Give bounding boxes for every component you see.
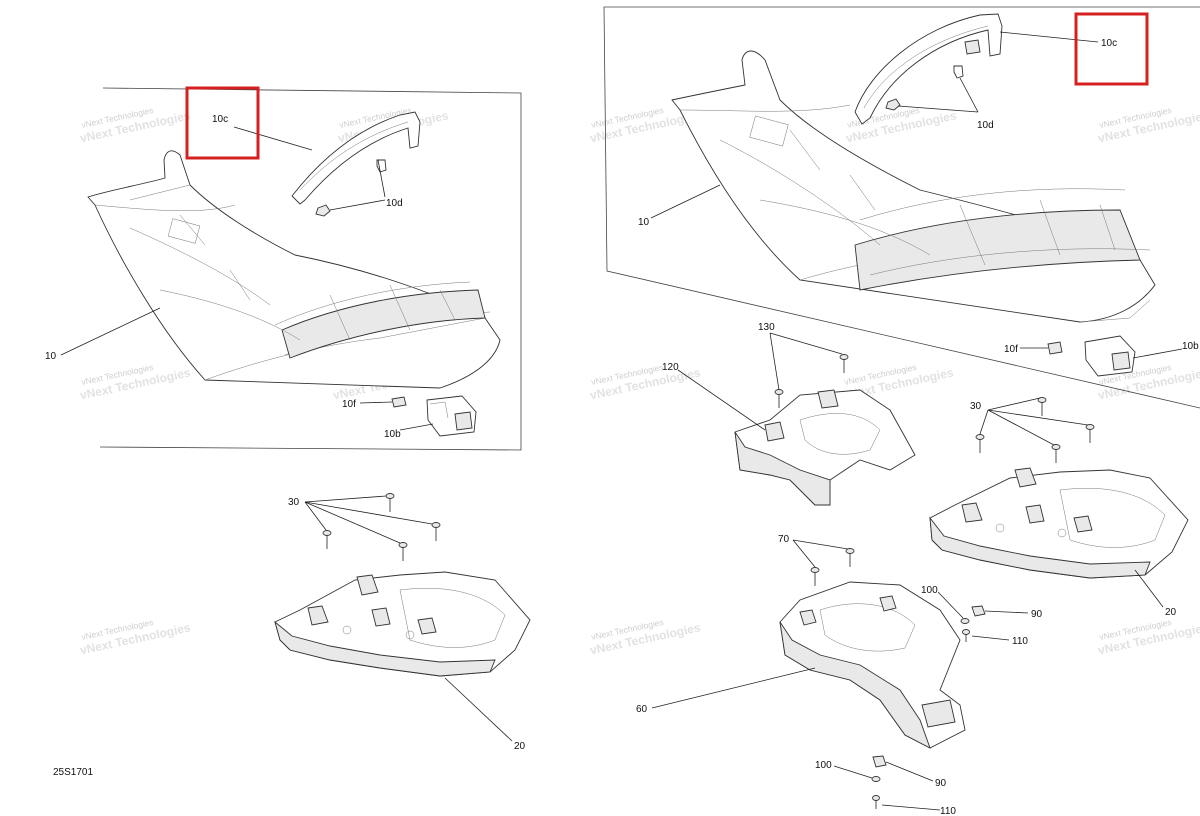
left-callout-10b: 10b — [384, 429, 401, 440]
right-seat — [671, 50, 1156, 323]
screw — [962, 629, 970, 642]
left-callout-20: 20 — [514, 741, 526, 752]
left-callout-10c: 10c — [212, 114, 228, 125]
bolt — [774, 389, 784, 408]
bolt — [398, 542, 408, 561]
right-strap — [854, 13, 1003, 125]
left-detail-frame — [99, 87, 522, 451]
right-detail-frame — [603, 6, 1200, 409]
right-callout-110-upper: 110 — [1012, 636, 1028, 647]
right-callout-60: 60 — [636, 704, 648, 715]
right-callout-10d: 10d — [977, 120, 994, 131]
right-callout-70: 70 — [778, 534, 790, 545]
bolt — [1037, 397, 1047, 416]
right-latch-10b — [1084, 335, 1136, 377]
right-callout-90-upper: 90 — [1031, 609, 1043, 620]
bolt — [431, 522, 441, 541]
bolt — [1051, 444, 1061, 463]
watermark: vNext Technologies vNext Technologies — [79, 362, 192, 403]
right-callout-10f: 10f — [1004, 344, 1018, 355]
right-grab-handle — [929, 467, 1189, 579]
right-clip — [885, 65, 964, 111]
watermark: vNext Technologies vNext Technologies — [1097, 617, 1200, 658]
watermark: vNext Technologies vNext Technologies — [1097, 105, 1200, 146]
left-leader-lines — [60, 126, 513, 742]
left-seat — [87, 150, 501, 389]
right-seat-assembly: 10c 10d 10 130 120 10f 10b 30 70 100 90 … — [603, 6, 1200, 816]
right-leader-lines — [650, 31, 1183, 811]
right-bracket-120 — [734, 389, 916, 506]
right-hardware-upper — [960, 605, 986, 642]
right-bolts-30 — [975, 397, 1095, 463]
nut — [872, 755, 887, 768]
washer — [960, 618, 970, 624]
left-bolts-30 — [322, 493, 441, 561]
right-bolts-70 — [810, 548, 855, 586]
bolt — [845, 548, 855, 567]
right-callout-100-upper: 100 — [921, 585, 938, 596]
nut — [971, 605, 986, 617]
left-grab-handle — [274, 571, 531, 677]
bolt — [385, 493, 395, 512]
bolt — [322, 530, 332, 549]
right-callout-10c: 10c — [1101, 38, 1117, 49]
bolt — [975, 434, 985, 453]
right-callout-130: 130 — [758, 322, 775, 333]
right-part-10f — [1047, 341, 1063, 355]
screw — [872, 795, 880, 809]
left-latch-10b — [426, 395, 477, 437]
right-callout-110-lower: 110 — [940, 806, 956, 816]
right-callout-120: 120 — [662, 362, 679, 373]
left-highlight-box — [185, 86, 260, 160]
bolt — [1085, 424, 1095, 443]
right-bolts-130 — [774, 354, 849, 408]
watermark: vNext Technologies vNext Technologies — [79, 105, 192, 146]
left-part-10f — [391, 396, 407, 408]
right-callout-20: 20 — [1165, 607, 1177, 618]
bolt — [839, 354, 849, 373]
right-callout-90-lower: 90 — [935, 778, 947, 789]
watermark: vNext Technologies vNext Technologies — [79, 617, 192, 658]
washer — [871, 776, 881, 782]
document-id: 25S1701 — [53, 767, 93, 778]
right-callout-30: 30 — [970, 401, 982, 412]
bolt — [810, 567, 820, 586]
right-highlight-box — [1074, 12, 1149, 86]
left-clip — [315, 159, 387, 217]
left-callout-30: 30 — [288, 497, 300, 508]
left-callout-10f: 10f — [342, 399, 356, 410]
right-rear-fender-60 — [779, 581, 966, 749]
left-seat-assembly: 10c 10d 10 10f 10b 30 20 — [45, 86, 531, 752]
right-callout-10: 10 — [638, 217, 650, 228]
right-callout-10b: 10b — [1182, 341, 1199, 352]
left-callout-10d: 10d — [386, 198, 403, 209]
right-callout-100-lower: 100 — [815, 760, 832, 771]
watermark: vNext Technologies vNext Technologies — [589, 362, 702, 403]
left-callout-10: 10 — [45, 351, 57, 362]
watermark: vNext Technologies vNext Technologies — [589, 617, 702, 658]
left-strap — [291, 111, 421, 205]
right-hardware-lower — [871, 755, 887, 809]
